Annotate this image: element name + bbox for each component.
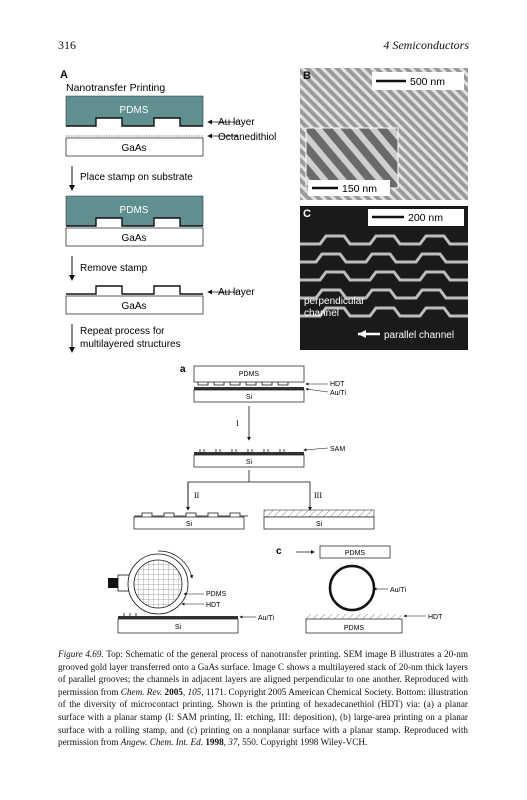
scale-200nm: 200 nm [408, 212, 443, 224]
auti-label-b: Au/Ti [258, 615, 275, 622]
si-label-a2: Si [246, 459, 253, 466]
scale-150nm: 150 nm [342, 183, 377, 195]
perpendicular-label-2: channel [304, 308, 339, 319]
hdt-label-a: HDT [330, 381, 345, 388]
panel-A-title: Nanotransfer Printing [66, 82, 165, 94]
si-substrate-b [117, 618, 239, 634]
caption-volume-2: , 37 [223, 737, 238, 748]
nonplanar-substrate [328, 564, 376, 612]
caption-year-1: 2005 [162, 686, 183, 697]
si-substrate-III [263, 516, 375, 530]
gaas-label-1: GaAs [121, 143, 146, 154]
gaas-substrate-3 [65, 295, 204, 315]
gaas-substrate-1 [65, 137, 204, 157]
caption-text-2: , 1171. Copyright 2005 American Chemical… [58, 686, 468, 748]
panel-B-label: B [303, 70, 311, 82]
panel-c-label: c [276, 546, 282, 557]
octanedithiol-label: Octanedithiol [218, 132, 276, 143]
pdms-label-c-bottom: PDMS [344, 625, 365, 632]
step-III-label: III [314, 491, 322, 500]
si-substrate-a [193, 389, 305, 403]
pdms-label-a: PDMS [239, 371, 260, 378]
si-label-b: Si [175, 624, 182, 631]
perpendicular-label-1: perpendicular [304, 296, 365, 307]
au-coating-1 [66, 117, 203, 127]
scale-500nm: 500 nm [410, 76, 445, 88]
au-layer-label-2: Au layer [218, 287, 255, 298]
pdms-label-c-top: PDMS [345, 550, 366, 557]
auti-label-c: Au/Ti [390, 587, 407, 594]
si-label-a: Si [246, 394, 253, 401]
step-I-label: I [236, 419, 239, 428]
panel-C-label: C [303, 208, 311, 220]
pdms-label-2: PDMS [120, 205, 149, 216]
page-number: 316 [58, 38, 76, 52]
step-repeat-line1: Repeat process for [80, 326, 165, 337]
si-label-III: Si [316, 521, 323, 528]
step-remove-stamp: Remove stamp [80, 263, 148, 274]
panel-c-sem-image: C 200 nm perpendicular channel parallel … [300, 206, 468, 350]
gaas-label-3: GaAs [121, 301, 146, 312]
pdms-stamp-c-bottom [305, 618, 403, 634]
gaas-label-2: GaAs [121, 233, 146, 244]
auti-label-a: Au/Ti [330, 390, 347, 397]
pdms-label-1: PDMS [120, 105, 149, 116]
caption-journal-2: Angew. Chem. Int. Ed. [120, 737, 204, 748]
panel-a-upper-schematic: A Nanotransfer Printing PDMS Au layer Oc… [60, 69, 276, 353]
si-substrate-a2 [193, 454, 305, 468]
caption-figure-label: Figure 4.69. [58, 649, 104, 659]
gaas-substrate-2 [65, 227, 204, 247]
si-label-II: Si [186, 521, 193, 528]
caption-volume-1: , 105 [182, 686, 202, 697]
caption-text-3: , 550. Copyright 1998 Wiley-VCH. [237, 737, 368, 748]
sam-label: SAM [330, 446, 345, 453]
hdt-label-c: HDT [428, 614, 443, 621]
pdms-label-b: PDMS [206, 591, 227, 598]
microcontact-printing-schematic: a PDMS Si HDT Au/Ti I Si SAM II III Si S… [108, 364, 443, 634]
caption-year-2: 1998 [203, 737, 224, 748]
pdms-stamp-c-top [319, 545, 391, 559]
pdms-stamp-a [193, 365, 305, 383]
panel-a-label: a [180, 364, 186, 375]
au-layer-label-1: Au layer [218, 117, 255, 128]
transferred-au [66, 285, 203, 295]
parallel-channel-label: parallel channel [384, 330, 454, 341]
hdt-label-b: HDT [206, 602, 221, 609]
panel-A-label: A [60, 69, 68, 81]
caption-journal-1: Chem. Rev. [120, 686, 163, 697]
si-substrate-II [133, 516, 245, 530]
running-header: 4 Semiconductors [383, 38, 469, 52]
step-place-stamp: Place stamp on substrate [80, 172, 193, 183]
figure-caption: Figure 4.69. Top: Schematic of the gener… [58, 648, 468, 749]
step-II-label: II [194, 491, 200, 500]
panel-b-sem-image: B 500 nm 150 nm [300, 68, 468, 200]
step-repeat-line2: multilayered structures [80, 339, 181, 350]
caption-text-1: Top: Schematic of the general process of… [58, 649, 468, 697]
